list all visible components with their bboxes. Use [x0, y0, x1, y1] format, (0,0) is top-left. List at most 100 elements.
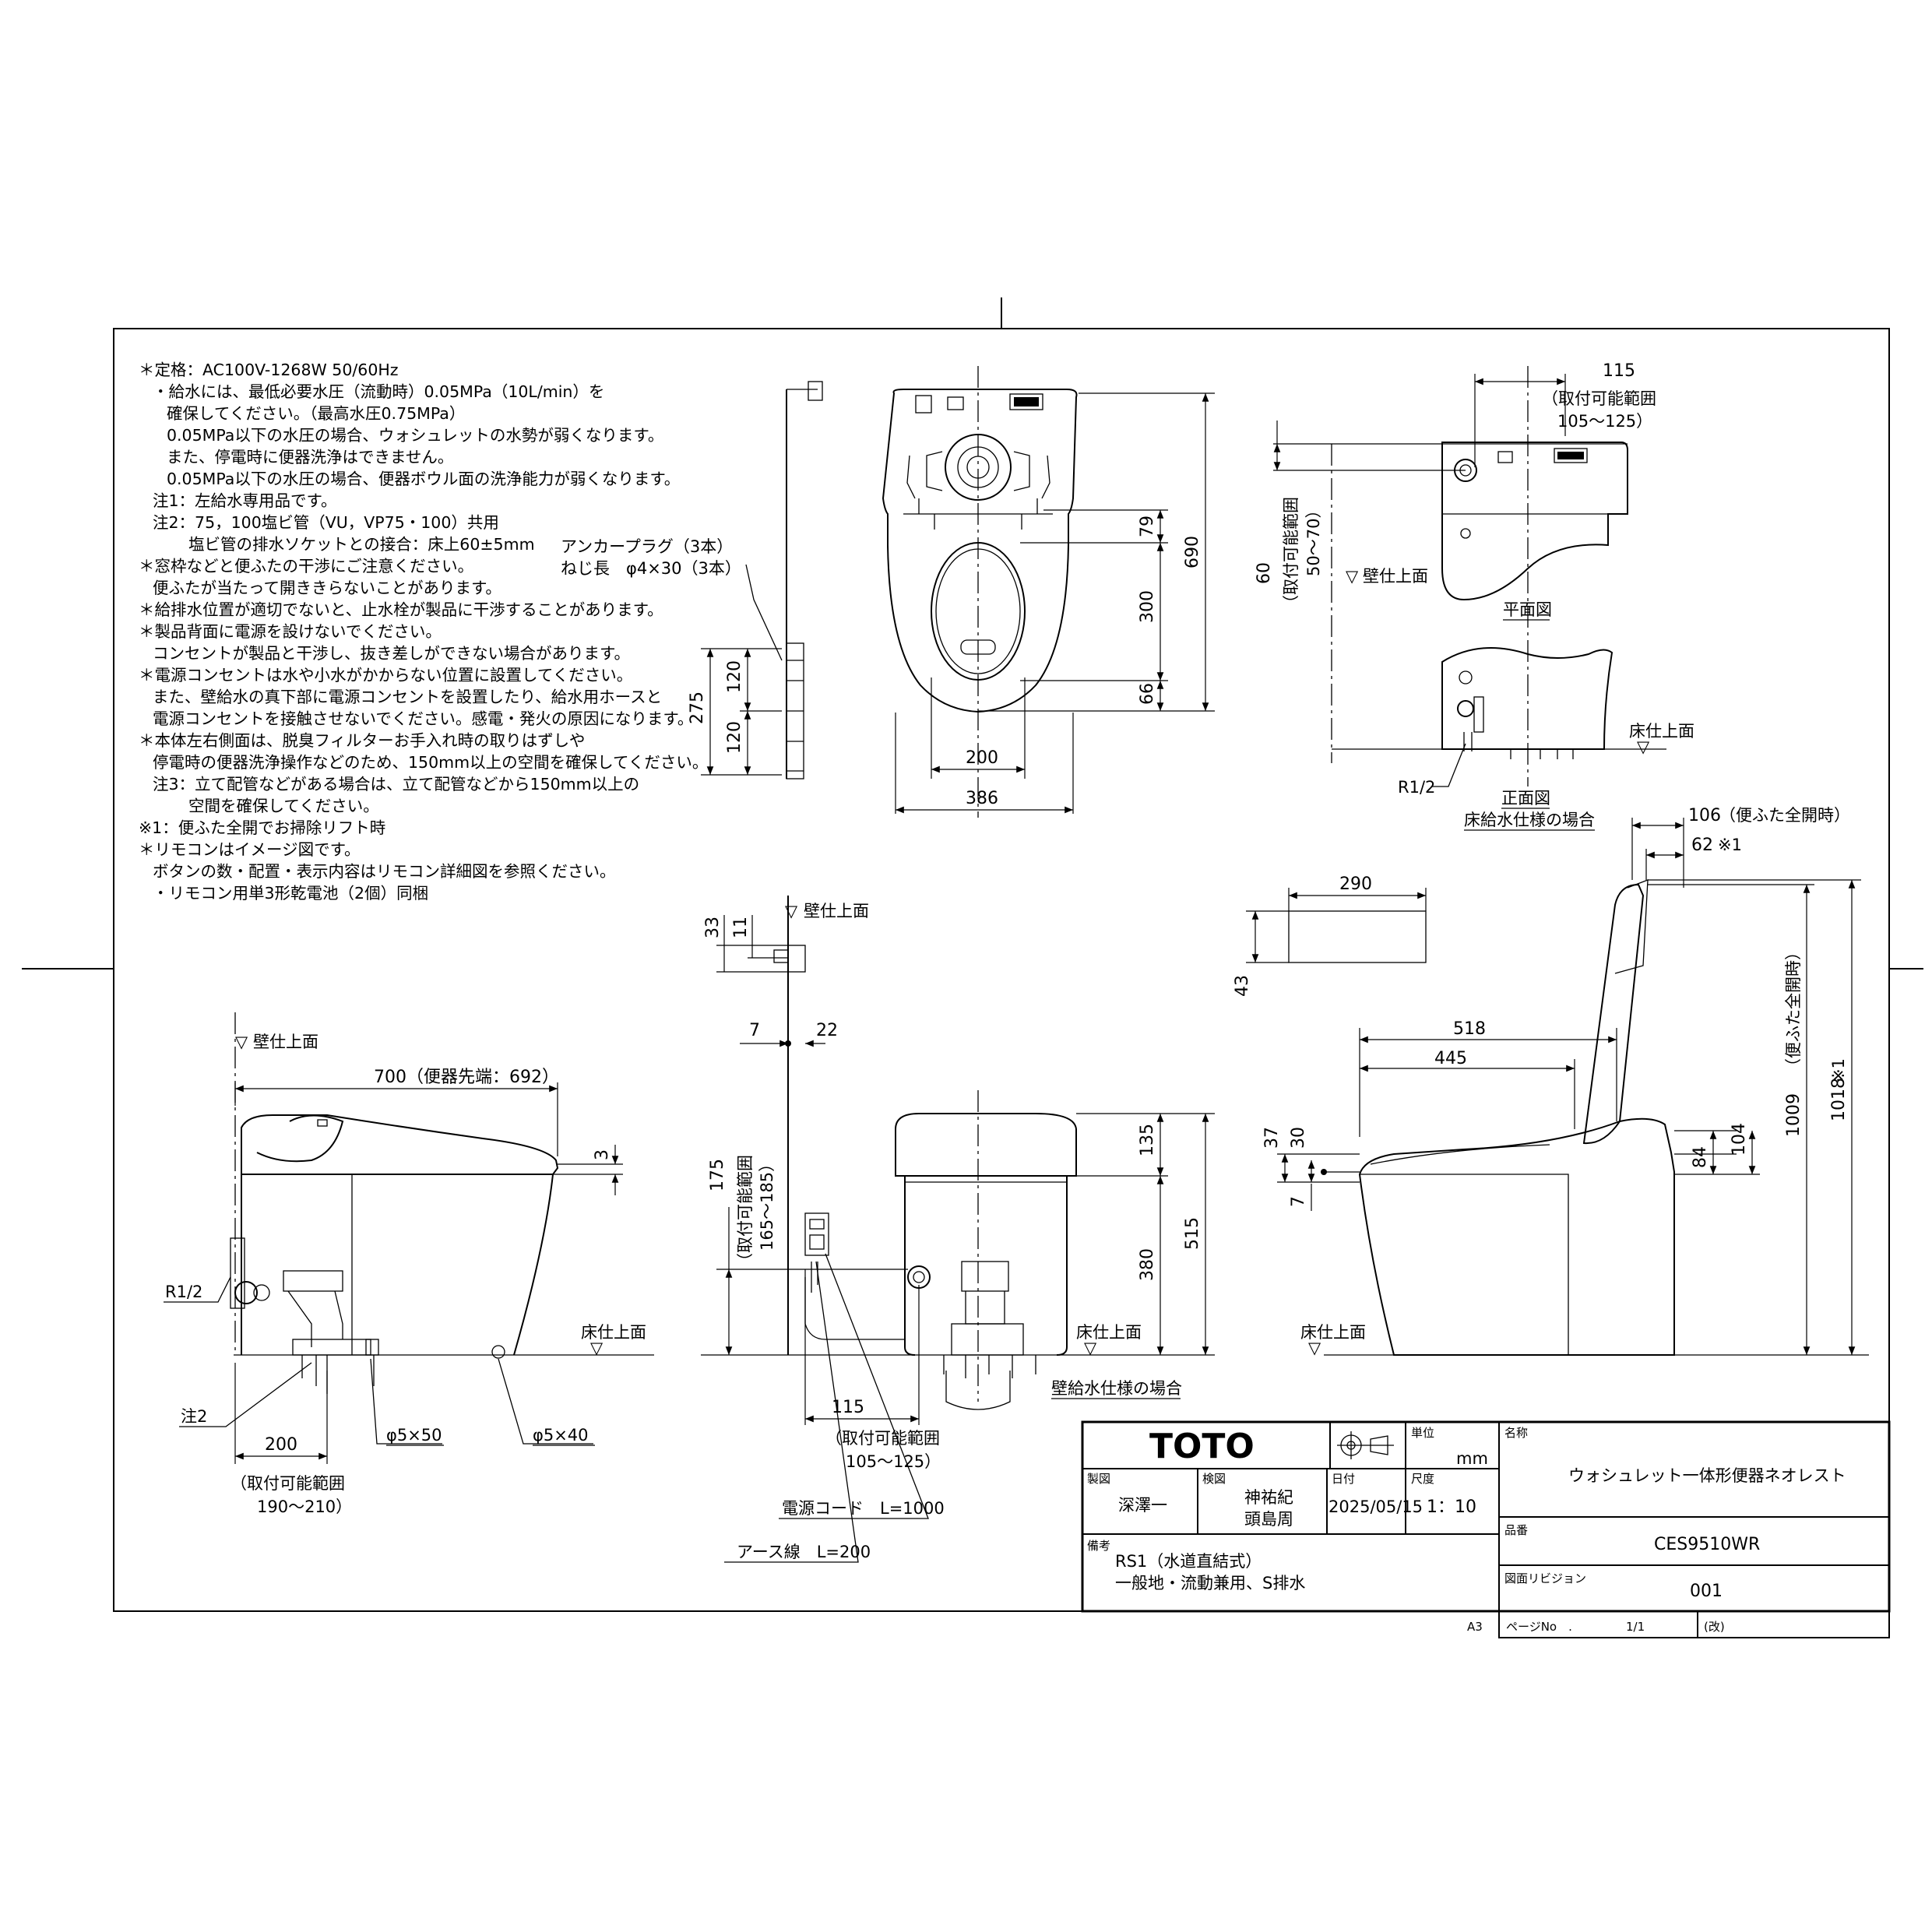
dim-7a: 7	[749, 1021, 760, 1040]
note-line: 0.05MPa以下の水圧の場合、便器ボウル面の洗浄能力が弱くなります。	[167, 470, 680, 488]
note-line: ＊リモコンはイメージ図です。	[139, 840, 361, 859]
floor-surface-mark-2: ▽	[590, 1339, 604, 1357]
wall-surface-mark-3: ▽	[785, 902, 798, 920]
dim-300: 300	[1138, 590, 1157, 623]
date-value: 2025/05/15	[1328, 1497, 1423, 1516]
dim-22: 22	[816, 1021, 838, 1040]
dim-120b: 120	[725, 721, 744, 754]
r12-label-2: R1/2	[165, 1283, 202, 1301]
range-label-bottom: （取付可能範囲	[825, 1429, 940, 1448]
note-line: 確保してください。（最高水圧0.75MPa）	[167, 404, 465, 423]
dim-7b: 7	[1289, 1196, 1308, 1207]
floor-supply-views: ▽ 壁仕上面 平面図 115 （取付可能範囲 105～125） 60 （取付可能…	[1255, 361, 1694, 831]
wall-surface-label-3: 壁仕上面	[804, 902, 869, 920]
model-label: 品番	[1504, 1523, 1528, 1537]
unit-value: mm	[1456, 1449, 1488, 1468]
note-line: ・給水には、最低必要水圧（流動時）0.05MPa（10L/min）を	[153, 382, 604, 401]
remarks-value-1: RS1（水道直結式）	[1115, 1552, 1262, 1571]
model-value: CES9510WR	[1654, 1535, 1760, 1554]
note-line: ＊給排水位置が適切でないと、止水栓が製品に干渉することがあります。	[139, 600, 663, 619]
note-line: また、壁給水の真下部に電源コンセントを設置したり、給水用ホースと	[153, 688, 662, 706]
name-label: 名称	[1504, 1426, 1528, 1440]
dim-1018: 1018	[1829, 1078, 1849, 1121]
range-105-125-top: 105～125）	[1557, 412, 1652, 431]
dim-515: 515	[1183, 1217, 1202, 1250]
range-label-60: （取付可能範囲	[1282, 497, 1300, 611]
note-line: ＊電源コンセントは水や小水がかからない位置に設置してください。	[139, 666, 632, 684]
drafter-label: 製図	[1087, 1472, 1110, 1486]
dim-700: 700（便器先端：692）	[374, 1068, 559, 1087]
earth-wire-label: アース線 L=200	[737, 1543, 871, 1561]
floor-surface-mark-3: ▽	[1084, 1339, 1097, 1357]
date-label: 日付	[1332, 1472, 1355, 1486]
power-cord-label: 電源コード L=1000	[782, 1499, 945, 1518]
dim-66: 66	[1138, 683, 1157, 705]
drafter-value: 深澤一	[1118, 1496, 1167, 1515]
floor-surface-label-1: 床仕上面	[1629, 722, 1694, 741]
front-view-wall: ▽ 壁仕上面 33 11 7	[701, 896, 1215, 1563]
mark1-right: ※1	[1829, 1058, 1848, 1082]
note-line: 注1：左給水専用品です。	[153, 491, 337, 510]
note-line: コンセントが製品と干渉し、抜き差しができない場合があります。	[153, 644, 630, 663]
floor-surface-mark-1: ▽	[1637, 737, 1650, 756]
floor-surface-label-3: 床仕上面	[1076, 1323, 1142, 1342]
wall-surface-label: 壁仕上面	[1363, 567, 1428, 586]
screw-5x50-label: φ5×50	[386, 1426, 442, 1445]
screw-5x40-label: φ5×40	[533, 1426, 589, 1445]
dim-62: 62	[1691, 836, 1713, 855]
dim-200-bottom: 200	[265, 1435, 297, 1455]
note-line: ＊本体左右側面は、脱臭フィルターお手入れ時の取りはずしや	[139, 731, 585, 750]
range-105-125-bottom: 105～125）	[846, 1452, 941, 1471]
scale-label: 尺度	[1411, 1472, 1434, 1486]
dim-380: 380	[1138, 1248, 1157, 1281]
dim-3: 3	[593, 1149, 612, 1160]
dim-60: 60	[1255, 562, 1274, 584]
dim-200-top: 200	[966, 748, 998, 768]
note-line: また、停電時に便器洗浄はできません。	[167, 448, 453, 466]
spec-notes: ＊定格：AC100V-1268W 50/60Hz ・給水には、最低必要水圧（流動…	[139, 361, 708, 903]
wall-supply-label: 壁給水仕様の場合	[1051, 1379, 1182, 1398]
page-value: 1/1	[1626, 1620, 1645, 1634]
dim-84: 84	[1691, 1146, 1710, 1168]
dim-175: 175	[708, 1159, 727, 1191]
dim-518: 518	[1453, 1019, 1486, 1039]
note-line: ・リモコン用単3形乾電池（2個）同梱	[153, 884, 428, 903]
note-line: ボタンの数・配置・表示内容はリモコン詳細図を参照ください。	[153, 862, 616, 881]
toto-logo: TOTO	[1149, 1427, 1255, 1466]
note2-label: 注2	[181, 1407, 207, 1426]
page-suffix: (改)	[1704, 1620, 1725, 1634]
floor-surface-label-4: 床仕上面	[1300, 1323, 1366, 1342]
floor-surface-mark-4: ▽	[1308, 1339, 1321, 1357]
note-line: 空間を確保してください。	[188, 797, 379, 815]
checker-value-2: 頭島周	[1244, 1510, 1293, 1529]
mark1-top: ※1	[1718, 836, 1742, 854]
checker-label: 検図	[1202, 1472, 1226, 1486]
note-line: ＊窓枠などと便ふたの干渉にご注意ください。	[139, 557, 473, 575]
page-label: ページNo .	[1506, 1620, 1572, 1634]
wall-surface-mark: ▽	[1346, 567, 1359, 586]
note-line: 注2：75，100塩ビ管（VU，VP75・100）共用	[153, 513, 499, 532]
note-line: 電源コンセントを接触させないでください。感電・発火の原因になります。	[153, 709, 693, 728]
dim-690: 690	[1183, 536, 1202, 568]
side-view-floor: ▽ 壁仕上面 700（便器先端：692） 3 床仕上面 ▽ R1/2	[164, 1012, 654, 1516]
dim-445: 445	[1434, 1049, 1467, 1068]
range-label-top: （取付可能範囲	[1542, 389, 1656, 408]
plan-view-label: 平面図	[1503, 600, 1552, 619]
note-line: 注3：立て配管などがある場合は、立て配管などから150mm以上の	[153, 775, 639, 794]
side-view-lid-open: 290 43 518 445 106 （便ふた全開時） 62 ※1	[1233, 806, 1869, 1357]
top-plan-view: アンカープラグ（3本） ねじ長 φ4×30（3本） 79 300 66 690 …	[561, 366, 1215, 818]
range-165-185: 165～185）	[758, 1156, 776, 1251]
dim-79: 79	[1138, 516, 1157, 537]
dim-43: 43	[1233, 975, 1252, 997]
range-label-175: （取付可能範囲	[736, 1155, 755, 1269]
note-line: ＊定格：AC100V-1268W 50/60Hz	[139, 361, 399, 379]
dim-135: 135	[1138, 1124, 1157, 1156]
dim-386: 386	[966, 789, 998, 808]
note-line: 停電時の便器洗浄操作などのため、150mm以上の空間を確保してください。	[153, 753, 708, 772]
wall-surface-mark-2: ▽	[235, 1033, 248, 1051]
revision-value: 001	[1690, 1582, 1723, 1601]
dim-106: 106	[1688, 806, 1721, 825]
dim-37: 37	[1262, 1127, 1282, 1149]
dim-11: 11	[731, 917, 751, 938]
